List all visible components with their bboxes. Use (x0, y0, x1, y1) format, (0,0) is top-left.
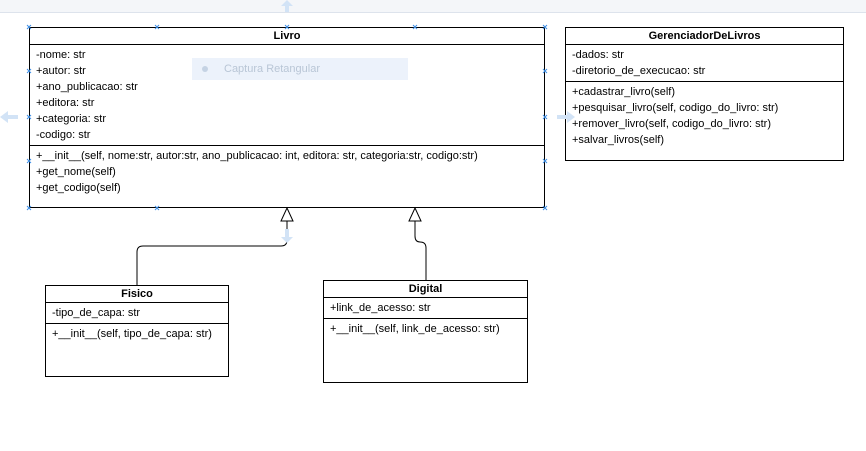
attribute: +link_de_acesso: str (330, 302, 431, 314)
inheritance-edge-fisico[interactable] (136, 221, 288, 285)
class-livro-methods: +__init__(self, nome:str, autor:str, ano… (30, 146, 544, 198)
method: +get_codigo(self) (36, 182, 121, 194)
attribute: -codigo: str (36, 129, 91, 141)
capture-icon (202, 66, 208, 72)
method: +remover_livro(self, codigo_do_livro: st… (572, 118, 771, 130)
method: +__init__(self, tipo_de_capa: str) (52, 328, 212, 340)
selection-handles[interactable] (26, 24, 548, 211)
class-livro-attributes: -nome: str +autor: str +ano_publicacao: … (30, 45, 544, 146)
attribute: +ano_publicacao: str (36, 81, 138, 93)
class-fisico-methods: +__init__(self, tipo_de_capa: str) (46, 324, 228, 344)
method: +salvar_livros(self) (572, 134, 664, 146)
class-gerenciador-title: GerenciadorDeLivros (566, 28, 843, 45)
capture-hint-label: Captura Retangular (224, 63, 321, 75)
class-gerenciador-attributes: -dados: str -diretorio_de_execucao: str (566, 45, 843, 82)
method: +__init__(self, nome:str, autor:str, ano… (36, 150, 478, 162)
class-fisico-title: Fisico (46, 286, 228, 303)
attribute: +editora: str (36, 97, 95, 109)
attribute: +categoria: str (36, 113, 107, 125)
attribute: +autor: str (36, 65, 86, 77)
class-gerenciador-methods: +cadastrar_livro(self) +pesquisar_livro(… (566, 82, 843, 150)
inheritance-arrowhead-digital (408, 206, 422, 222)
method: +get_nome(self) (36, 166, 116, 178)
inheritance-edge-digital[interactable] (414, 221, 427, 280)
method: +pesquisar_livro(self, codigo_do_livro: … (572, 102, 779, 114)
method: +__init__(self, link_de_acesso: str) (330, 323, 500, 335)
inheritance-arrowhead-fisico (280, 206, 294, 222)
class-digital-methods: +__init__(self, link_de_acesso: str) (324, 319, 527, 339)
connection-arrow-hints[interactable] (0, 0, 575, 243)
class-fisico-attributes: -tipo_de_capa: str (46, 303, 228, 324)
canvas-top-strip (0, 0, 866, 13)
class-digital[interactable]: Digital +link_de_acesso: str +__init__(s… (323, 280, 528, 383)
class-gerenciador[interactable]: GerenciadorDeLivros -dados: str -diretor… (565, 27, 844, 161)
attribute: -diretorio_de_execucao: str (572, 65, 706, 77)
capture-hint-overlay: Captura Retangular (192, 58, 408, 80)
class-fisico[interactable]: Fisico -tipo_de_capa: str +__init__(self… (45, 285, 229, 377)
attribute: -nome: str (36, 49, 86, 61)
attribute: -dados: str (572, 49, 624, 61)
attribute: -tipo_de_capa: str (52, 307, 141, 319)
class-livro-title: Livro (30, 28, 544, 45)
method: +cadastrar_livro(self) (572, 86, 676, 98)
class-digital-attributes: +link_de_acesso: str (324, 298, 527, 319)
class-digital-title: Digital (324, 281, 527, 298)
